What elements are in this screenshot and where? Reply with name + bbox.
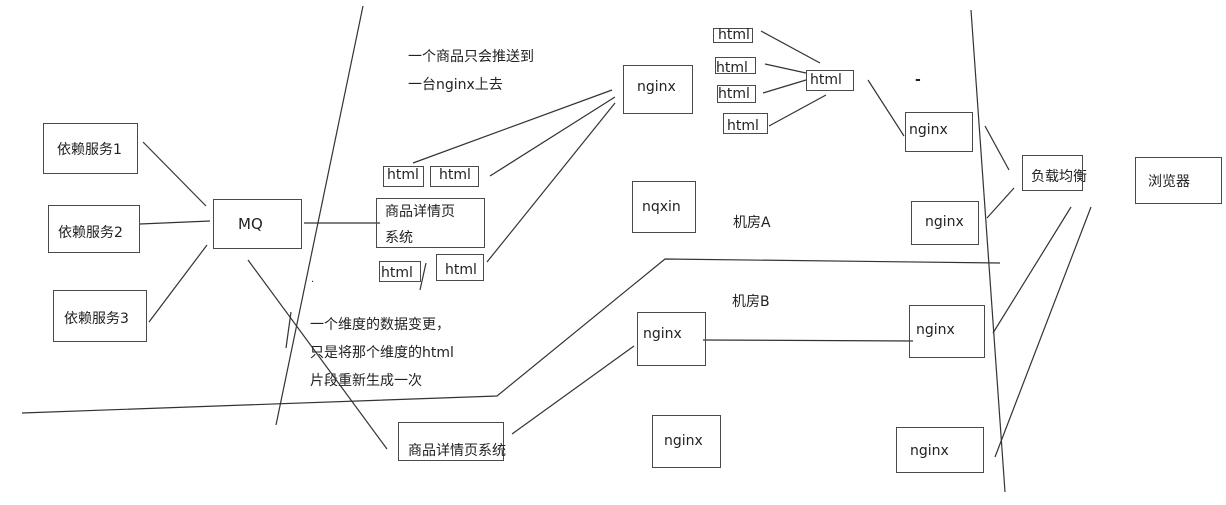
edge-merged-nginx	[867, 79, 905, 137]
nginx-right-top-label: nginx	[909, 122, 948, 138]
push-note: 一个商品只会推送到 一台nginx上去	[408, 43, 534, 99]
divider-rooms	[21, 258, 1001, 414]
edge-lb-nginx-room-b-right	[992, 206, 1072, 334]
edge-html4-nginx	[486, 102, 616, 263]
nginx-top-center-label: nginx	[637, 79, 676, 95]
load-balancer: 负载均衡	[1022, 155, 1087, 191]
nginx-bottom-center: nginx	[652, 415, 721, 468]
html-fragment-top-4: html	[723, 113, 768, 134]
html-fragment-top-3: html	[717, 85, 756, 103]
nginx-bottom-right-label: nginx	[910, 443, 949, 459]
html-fragment-left-2: html	[430, 166, 479, 187]
detail-page-system-bottom: 商品详情页系统	[398, 422, 506, 461]
html-fragment-top-1: html	[713, 27, 753, 43]
html-fragment-left-3: html	[379, 261, 421, 282]
browser-node: 浏览器	[1135, 157, 1222, 204]
nginx-room-b-left: nginx	[637, 312, 706, 366]
nginx-right-second: nginx	[911, 201, 979, 245]
dependency-service-1-label: 依赖服务1	[57, 142, 122, 158]
edge-html2-nginx	[489, 96, 616, 177]
html-fragment-top-1-label: html	[718, 27, 750, 43]
detail-page-system-top: 商品详情页 系统	[376, 198, 485, 248]
nginx-bottom-right: nginx	[896, 427, 984, 473]
edge-mq-detail-system-bottom	[247, 259, 388, 450]
detail-page-system-bottom-label: 商品详情页系统	[408, 443, 506, 459]
change-note-line1: 一个维度的数据变更，	[310, 317, 450, 333]
change-note-line3: 片段重新生成一次	[310, 373, 422, 389]
html-fragment-top-3-label: html	[718, 86, 750, 102]
nginx-room-b-right: nginx	[909, 305, 985, 358]
dependency-service-3: 依赖服务3	[53, 290, 147, 342]
nginx-room-b-right-label: nginx	[916, 322, 955, 338]
nginx-bottom-center-label: nginx	[664, 433, 703, 449]
nginx-room-a: nqxin	[632, 181, 696, 233]
dependency-service-2: 依赖服务2	[48, 205, 140, 253]
edge-frag1-merged	[760, 30, 821, 64]
detail-page-system-top-line2: 系统	[385, 230, 413, 246]
html-fragment-top-2: html	[715, 57, 756, 76]
edge-nginx-room-b	[702, 339, 914, 342]
dependency-service-1: 依赖服务1	[43, 123, 138, 174]
nginx-right-second-label: nginx	[925, 214, 964, 230]
nginx-right-top: nginx	[905, 112, 973, 152]
divider-right	[970, 9, 1006, 493]
edge-detail-bottom-nginx	[511, 345, 635, 435]
mq-label: MQ	[238, 215, 263, 233]
edge-lb-nginx-bottom-right	[994, 206, 1092, 458]
html-fragment-top-4-label: html	[727, 118, 759, 134]
edge-frag4-merged	[768, 94, 827, 127]
room-a-label: 机房A	[733, 215, 771, 231]
load-balancer-label: 负载均衡	[1031, 169, 1087, 185]
dependency-service-3-label: 依赖服务3	[64, 311, 129, 327]
html-fragment-left-1-label: html	[387, 167, 419, 183]
divider-left-tick	[285, 311, 292, 349]
detail-page-system-top-line1: 商品详情页	[385, 204, 455, 220]
html-fragment-left-2-label: html	[439, 167, 471, 183]
html-fragment-left-4-label: html	[445, 262, 477, 278]
dependency-service-2-label: 依赖服务2	[58, 225, 123, 241]
edge-service3-mq	[148, 244, 208, 323]
html-fragment-left-1: html	[383, 166, 424, 187]
push-note-line1: 一个商品只会推送到	[408, 49, 534, 65]
change-note-line2: 只是将那个维度的html	[310, 345, 454, 361]
stray-dot: .	[311, 274, 315, 285]
html-merged: html	[806, 70, 854, 91]
edge-service1-mq	[142, 141, 207, 207]
browser-label: 浏览器	[1148, 174, 1190, 190]
mq-node: MQ	[213, 199, 302, 249]
edge-service2-mq	[139, 220, 211, 225]
push-note-line2: 一台nginx上去	[408, 77, 503, 93]
edge-html3-slash	[419, 262, 427, 291]
nginx-top-center: nginx	[623, 65, 693, 114]
edge-nginx-right-top-lb	[984, 125, 1010, 171]
edge-frag2-merged	[764, 63, 807, 74]
change-note: 一个维度的数据变更， 只是将那个维度的html 片段重新生成一次	[310, 311, 454, 395]
divider-left	[275, 5, 364, 426]
html-fragment-top-2-label: html	[716, 60, 748, 76]
html-fragment-left-4: html	[436, 254, 484, 281]
edge-html1-nginx	[412, 89, 613, 164]
html-fragment-left-3-label: html	[381, 265, 413, 281]
stray-dash: -	[915, 72, 921, 88]
edge-nginx-right-second-lb	[986, 187, 1015, 219]
nginx-room-a-label: nqxin	[642, 199, 681, 215]
room-b-label: 机房B	[732, 294, 770, 310]
nginx-room-b-left-label: nginx	[643, 326, 682, 342]
html-merged-label: html	[810, 72, 842, 88]
edge-frag3-merged	[762, 79, 807, 94]
